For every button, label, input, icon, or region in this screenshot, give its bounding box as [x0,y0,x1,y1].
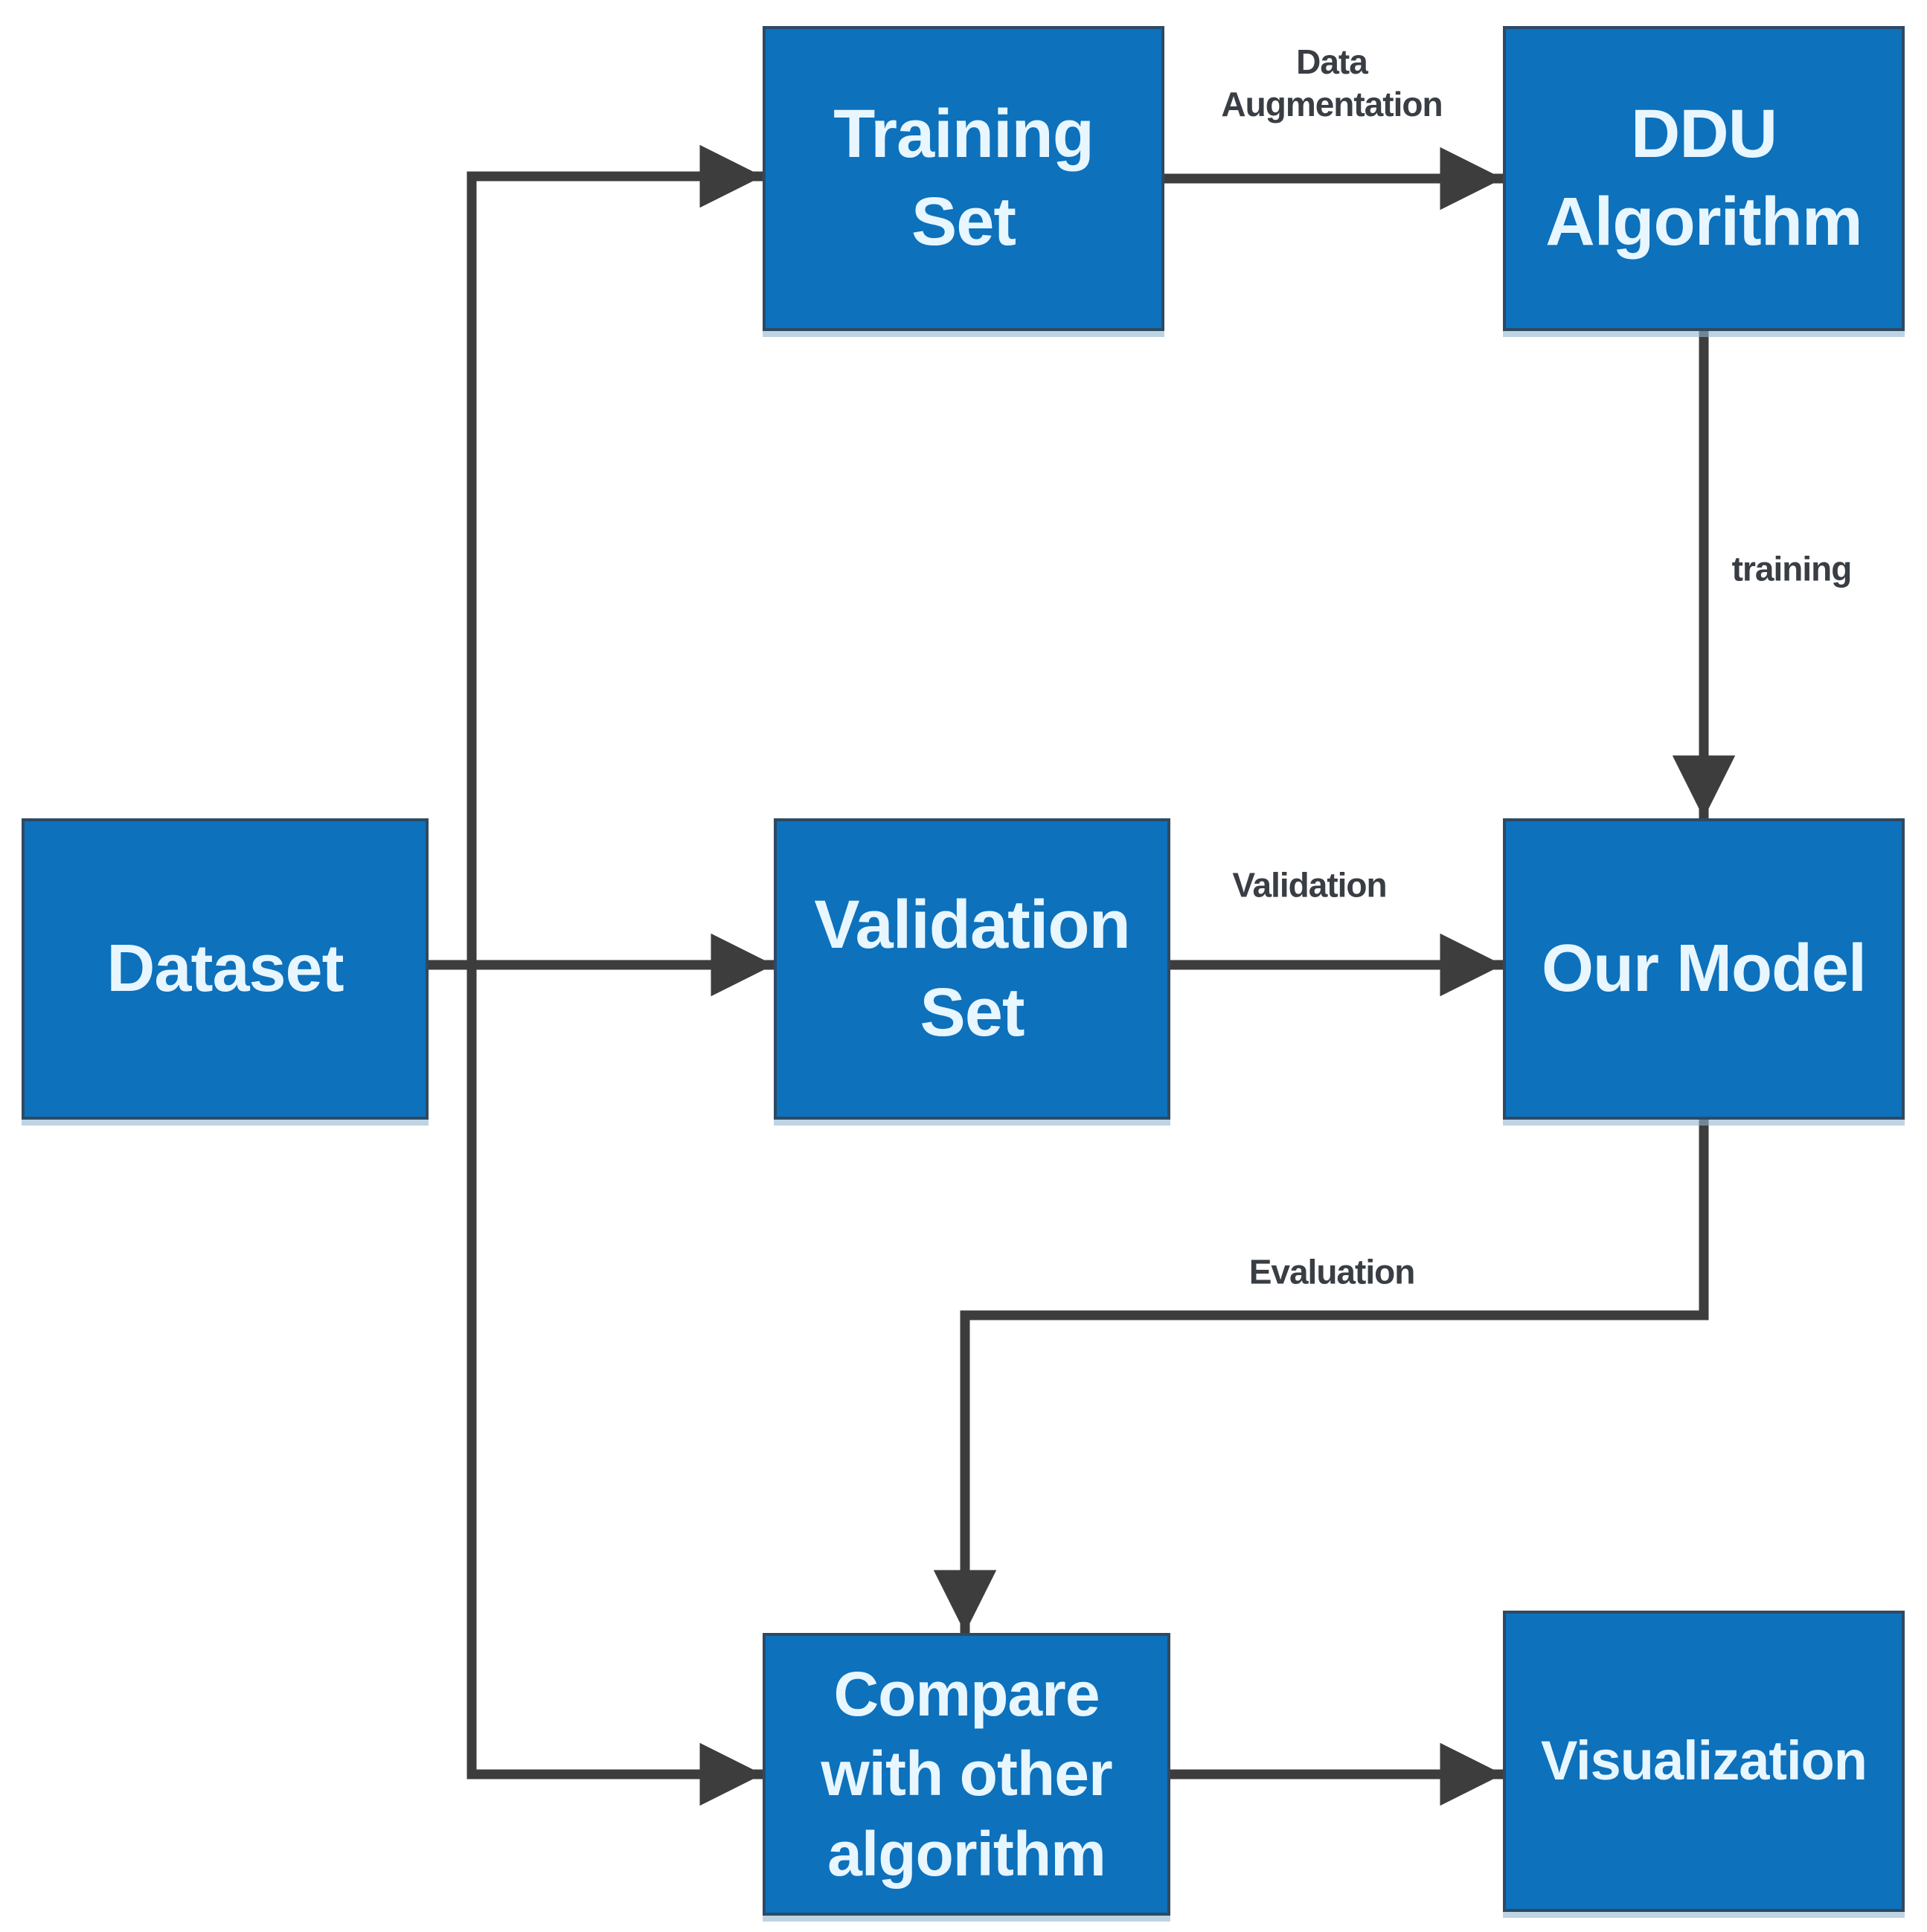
edge-dataset-branch-to-training [466,144,768,1779]
edge-label-validation: Validation [1232,865,1387,905]
node-ddu-algorithm: DDU Algorithm [1503,26,1905,331]
edge-label-data-augmentation: Data Augmentation [1221,42,1443,123]
node-our-model: Our Model [1503,818,1905,1120]
node-validation-set: Validation Set [774,818,1170,1120]
node-training-set: Training Set [763,26,1164,331]
node-visualization: Visualization [1503,1611,1905,1912]
edge-our-model-to-compare [933,1114,1709,1638]
node-compare-with-other-algorithm: Compare with other algorithm [763,1633,1170,1916]
edge-label-training: training [1731,549,1853,588]
node-dataset: Dataset [22,818,429,1120]
edge-label-evaluation: Evaluation [1248,1252,1416,1291]
